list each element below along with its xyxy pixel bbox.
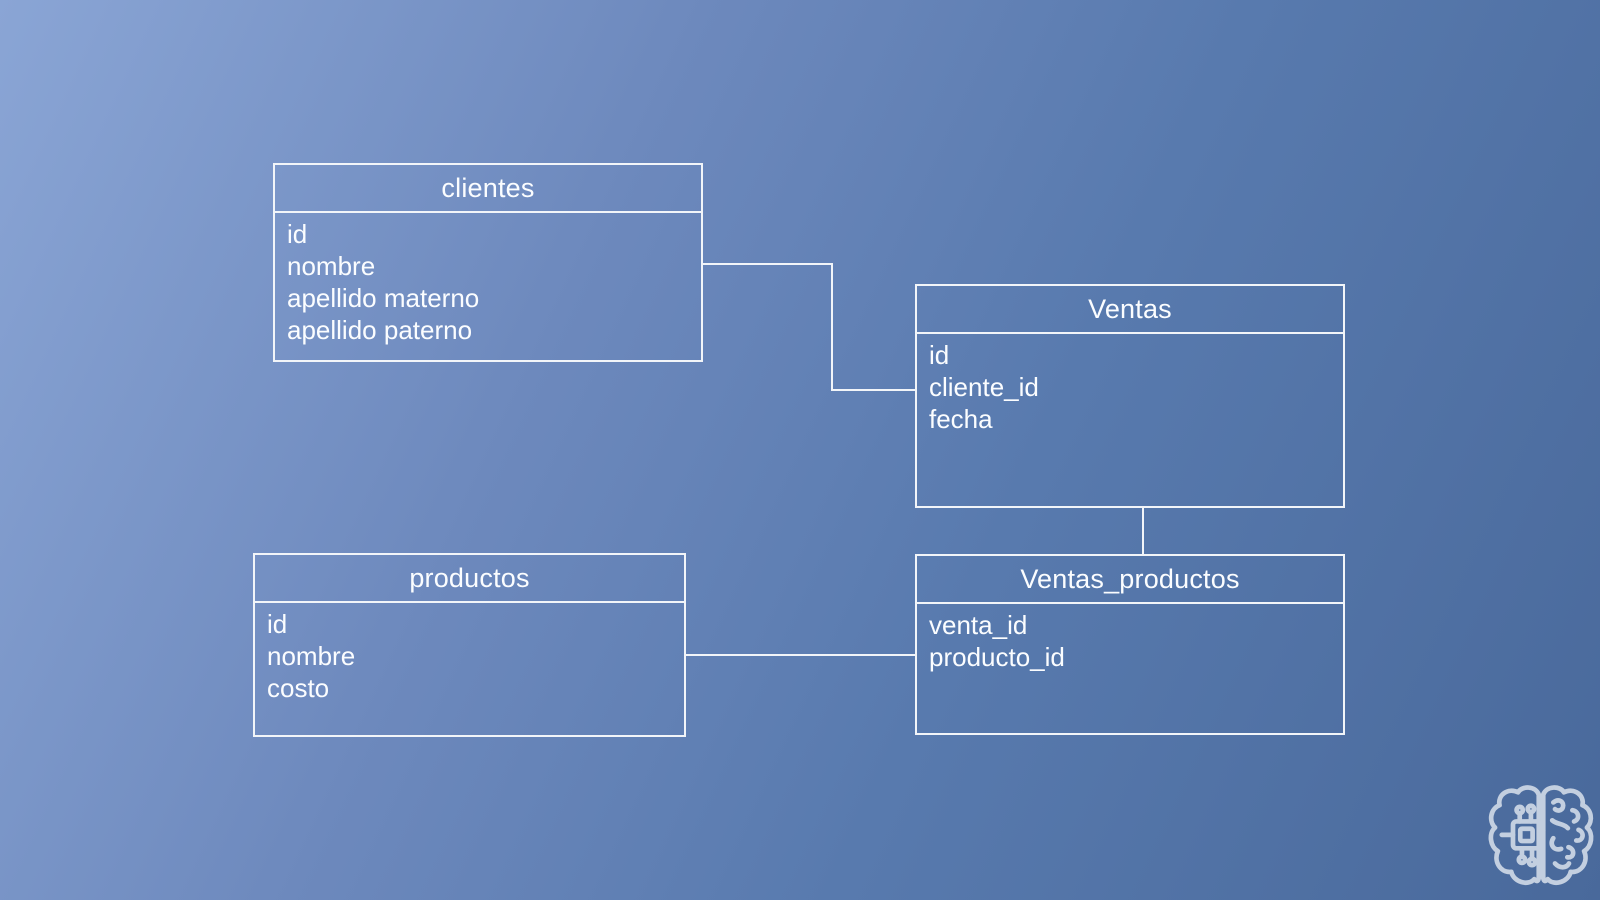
field-row: id	[929, 340, 950, 370]
connector-ventas-ventasproductos	[1142, 508, 1144, 554]
ai-brain-icon	[1488, 785, 1594, 886]
table-title: productos	[409, 562, 530, 593]
table-productos: productos id nombre costo	[253, 553, 686, 737]
table-clientes-body: id nombre apellido materno apellido pate…	[275, 213, 701, 346]
table-clientes: clientes id nombre apellido materno apel…	[273, 163, 703, 362]
field-row: id	[267, 609, 288, 639]
table-ventas-productos: Ventas_productos venta_id producto_id	[915, 554, 1345, 735]
connector-clientes-ventas-segment-3	[831, 389, 915, 391]
connector-clientes-ventas-segment-2	[831, 263, 833, 391]
field-row: id	[287, 219, 308, 249]
table-productos-body: id nombre costo	[255, 603, 684, 704]
table-title: clientes	[441, 172, 535, 203]
field-row: cliente_id	[929, 372, 1039, 402]
field-row: costo	[267, 673, 330, 703]
table-productos-header: productos	[255, 555, 684, 603]
table-title: Ventas	[1088, 293, 1172, 324]
table-ventas-productos-body: venta_id producto_id	[917, 604, 1343, 673]
connector-productos-ventasproductos	[686, 654, 915, 656]
field-row: nombre	[287, 251, 376, 281]
field-row: nombre	[267, 641, 356, 671]
table-ventas-header: Ventas	[917, 286, 1343, 334]
table-title: Ventas_productos	[1020, 563, 1240, 594]
field-row: venta_id	[929, 610, 1028, 640]
field-row: apellido paterno	[287, 315, 473, 345]
field-row: apellido materno	[287, 283, 480, 313]
table-ventas: Ventas id cliente_id fecha	[915, 284, 1345, 508]
field-row: fecha	[929, 404, 993, 434]
table-ventas-body: id cliente_id fecha	[917, 334, 1343, 435]
field-row: producto_id	[929, 642, 1065, 672]
connector-clientes-ventas-segment-1	[703, 263, 833, 265]
table-clientes-header: clientes	[275, 165, 701, 213]
table-ventas-productos-header: Ventas_productos	[917, 556, 1343, 604]
